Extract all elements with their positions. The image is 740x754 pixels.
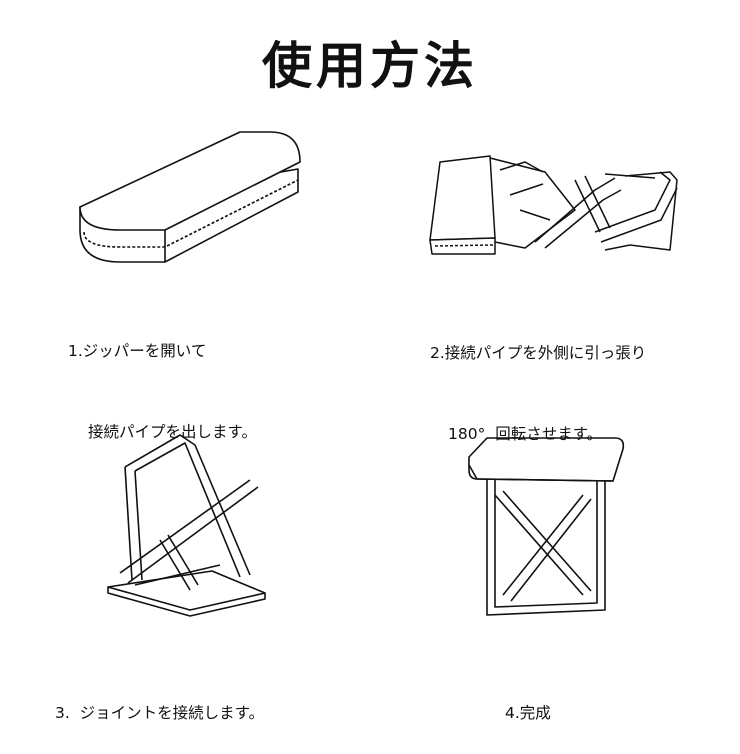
step4-illustration — [465, 435, 635, 625]
step1-caption-line1: 1.ジッパーを開いて — [68, 342, 207, 360]
step1-caption: 1.ジッパーを開いて 接続パイプを出します。 — [68, 284, 257, 473]
step4-caption: 4.完成 — [505, 646, 551, 754]
step3-caption-line1: 3. ジョイントを接続します。 — [55, 704, 265, 722]
step2-illustration — [425, 150, 690, 265]
step2-caption: 2.接続パイプを外側に引っ張り 180° 回転させます。 — [430, 286, 646, 475]
step2-caption-line1: 2.接続パイプを外側に引っ張り — [430, 344, 647, 362]
step3-caption: 3. ジョイントを接続します。 — [55, 646, 264, 754]
step4-caption-line1: 4.完成 — [505, 704, 551, 722]
page-title: 使用方法 — [262, 37, 478, 95]
step1-illustration — [70, 122, 320, 267]
step1-caption-line2: 接続パイプを出します。 — [88, 423, 257, 441]
step3-illustration — [100, 425, 275, 625]
step2-caption-line2: 180° 回転させます。 — [448, 425, 603, 443]
